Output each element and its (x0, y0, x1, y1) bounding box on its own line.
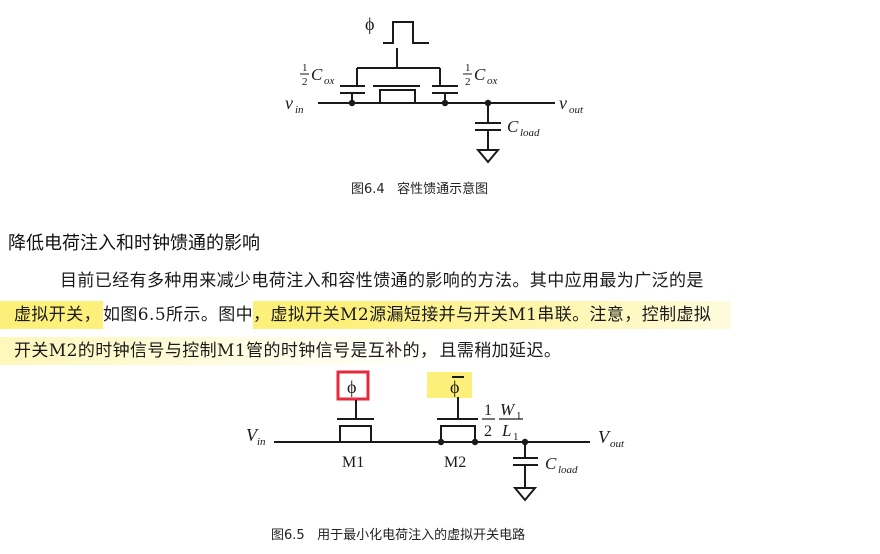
clock-waveform (383, 21, 429, 44)
phi-bar-highlight (427, 372, 472, 398)
fig65-m1-label: M1 (342, 454, 364, 471)
paragraph-line-2: 虚拟开关，如图6.5所示。图中，虚拟开关M2源漏短接并与开关M1串联。注意，控制… (0, 300, 880, 329)
fig65-phi-bar-label: ϕ (450, 377, 459, 397)
highlight-dummy-switch: 虚拟开关， (0, 301, 103, 329)
svg-text:load: load (558, 464, 578, 476)
svg-text:1: 1 (516, 410, 522, 422)
svg-text:load: load (520, 127, 540, 139)
svg-text:1: 1 (484, 402, 492, 419)
svg-text:ox: ox (324, 75, 335, 87)
phi-annotation-box (336, 370, 370, 401)
svg-text:ox: ox (487, 75, 498, 87)
fig64-vin-label: v (285, 93, 293, 113)
svg-text:1: 1 (302, 62, 308, 74)
fig65-vout-label: V (598, 427, 611, 447)
svg-text:1: 1 (465, 62, 471, 74)
paragraph-line-3: 开关M2的时钟信号与控制M1管的时钟信号是互补的，且需稍加延迟。 (0, 336, 880, 365)
fig64-cload-label: C (507, 117, 519, 136)
svg-text:1: 1 (513, 431, 519, 443)
fig65-vin-label: V (246, 425, 259, 445)
fig64-vout-label: v (559, 93, 567, 113)
svg-text:2: 2 (302, 76, 308, 88)
highlight-complementary-clock: 开关M2的时钟信号与控制M1管的时钟信号是互补的， (0, 337, 440, 365)
fig65-phi-label: ϕ (347, 377, 356, 397)
svg-text:in: in (257, 436, 266, 448)
svg-text:2: 2 (465, 76, 471, 88)
figure-6-5-caption: 图6.5 用于最小化电荷注入的虚拟开关电路 (271, 528, 526, 543)
svg-text:out: out (610, 438, 625, 450)
svg-text:C: C (474, 65, 486, 84)
highlight-m2-description: ，虚拟开关M2源漏短接并与开关M1串联。注意，控制虚拟 (253, 301, 732, 329)
fig65-m2-label: M2 (444, 454, 466, 471)
svg-text:W: W (500, 400, 516, 419)
paragraph-line-1: 目前已经有多种用来减少电荷注入和容性馈通的影响的方法。其中应用最为广泛的是 (60, 271, 704, 291)
fig64-phi-label: ϕ (365, 14, 374, 34)
svg-text:2: 2 (484, 423, 492, 440)
svg-text:C: C (311, 65, 323, 84)
section-heading: 降低电荷注入和时钟馈通的影响 (8, 233, 260, 254)
figure-6-4-circuit: ϕ 1 2 C ox 1 2 C ox v in v out C load (285, 14, 584, 164)
svg-text:out: out (569, 104, 584, 116)
svg-text:L: L (501, 421, 511, 440)
fig65-cload-label: C (545, 454, 557, 473)
svg-text:in: in (295, 104, 304, 116)
figure-6-4-caption: 图6.4 容性馈通示意图 (351, 182, 489, 197)
